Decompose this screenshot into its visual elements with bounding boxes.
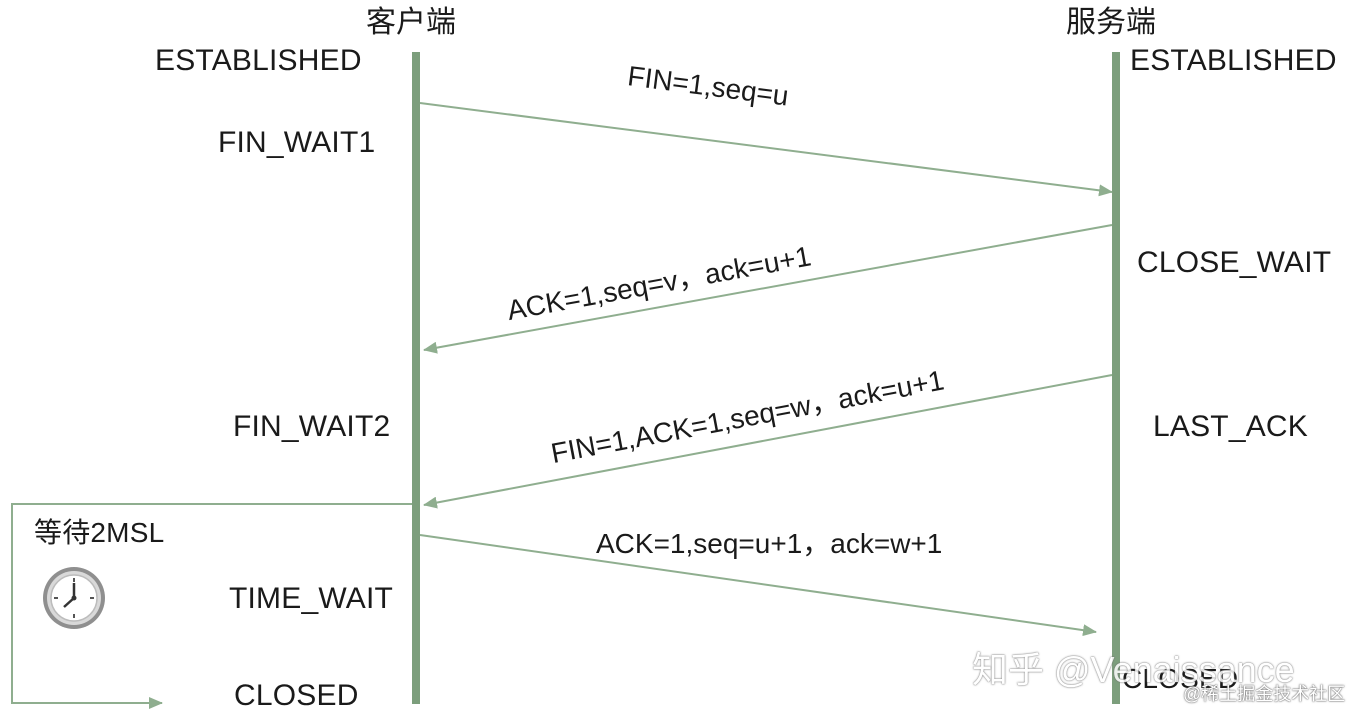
arrow-fin-ack: [423, 374, 1113, 509]
wait-2msl-path: [11, 503, 412, 709]
server-timeline: [1112, 52, 1120, 704]
client-state-established: ESTABLISHED: [155, 44, 362, 77]
server-state-established: ESTABLISHED: [1130, 44, 1337, 77]
client-timeline: [412, 52, 420, 704]
wait-2msl-label: 等待2MSL: [34, 517, 165, 548]
clock-icon: [43, 567, 105, 629]
client-state-fin-wait2: FIN_WAIT2: [233, 410, 391, 443]
message-final-ack: ACK=1,seq=u+1，ack=w+1: [596, 528, 943, 559]
server-state-close-wait: CLOSE_WAIT: [1137, 246, 1332, 279]
zhihu-watermark: 知乎 @Venaissance: [972, 649, 1295, 690]
juejin-watermark: @稀土掘金技术社区: [1183, 684, 1346, 704]
server-state-last-ack: LAST_ACK: [1153, 410, 1308, 443]
arrow-fin: [419, 102, 1113, 197]
client-header: 客户端: [366, 6, 456, 39]
client-state-fin-wait1: FIN_WAIT1: [218, 126, 376, 159]
server-header: 服务端: [1066, 6, 1156, 39]
client-state-closed: CLOSED: [234, 679, 359, 712]
server-state-closed: CLOSED: [1122, 663, 1239, 694]
arrow-final-ack: [419, 534, 1097, 637]
client-state-time-wait: TIME_WAIT: [229, 582, 394, 615]
arrow-ack: [423, 224, 1113, 354]
